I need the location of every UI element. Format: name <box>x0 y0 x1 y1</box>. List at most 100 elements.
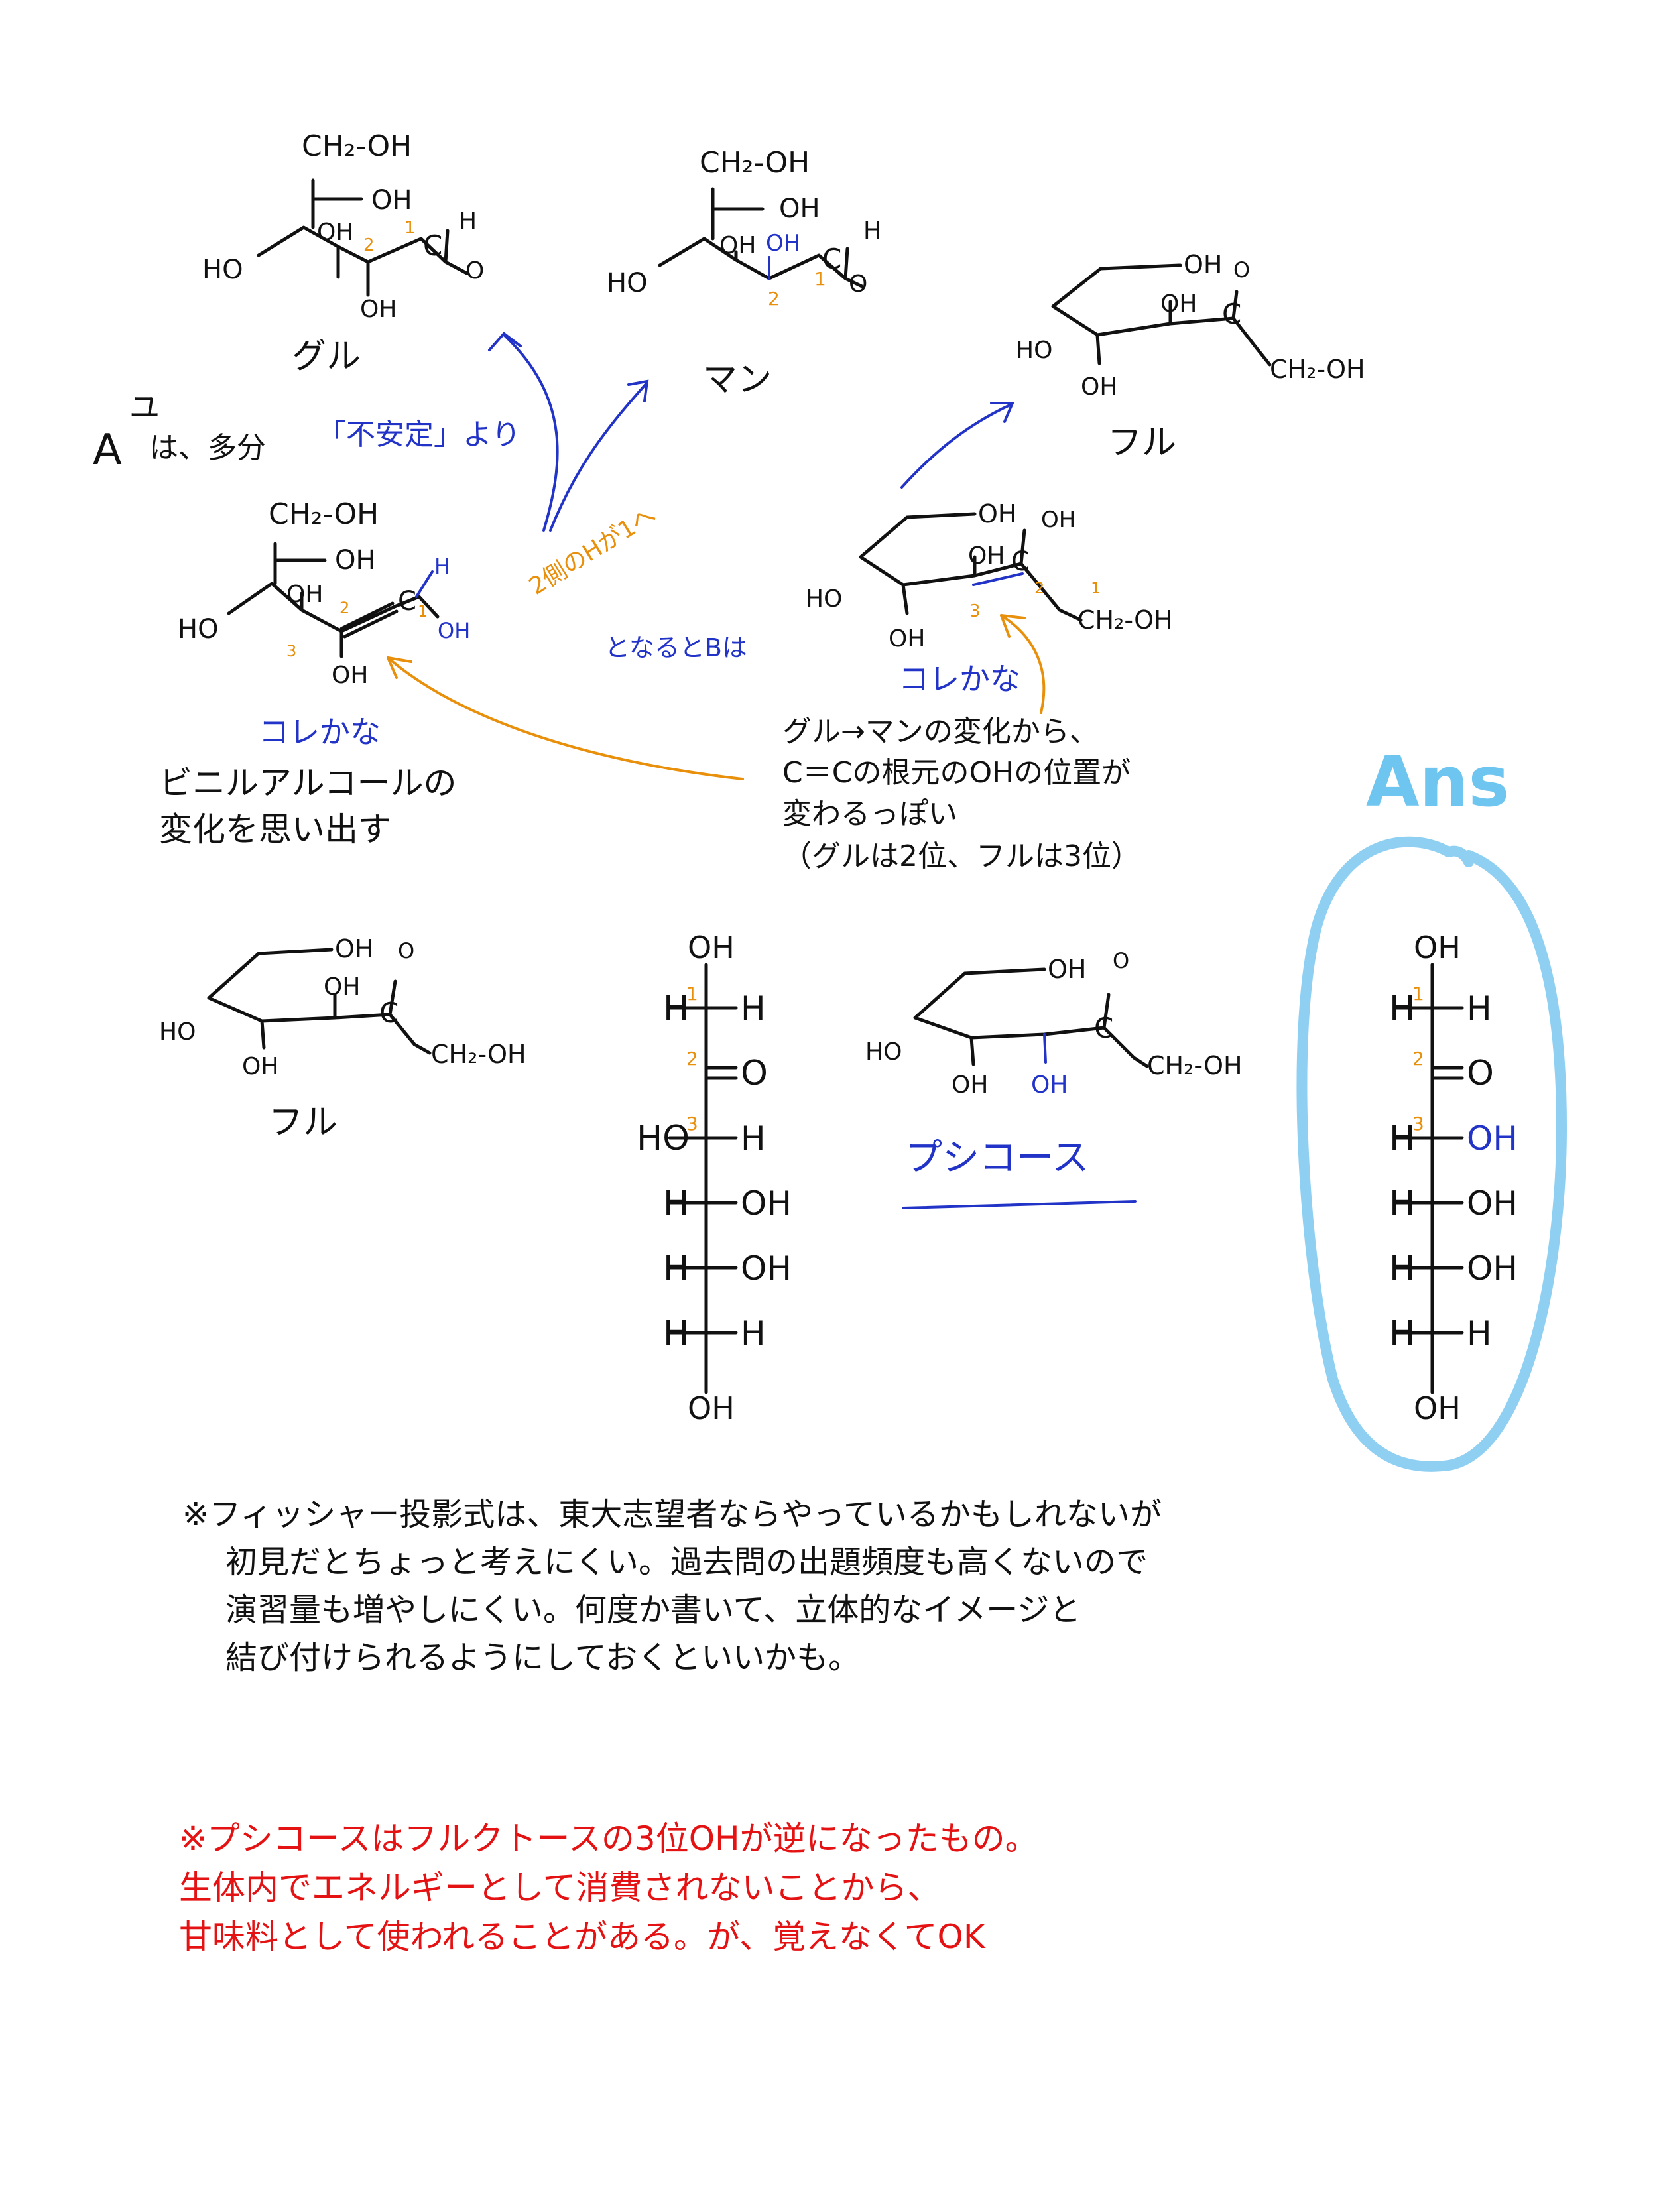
note-black-line-2: 初見だとちょっと考えにくい。過去問の出題頻度も高くないので <box>225 1544 1148 1581</box>
arrow-to-mannose <box>549 382 648 532</box>
mannose-oh-c2: OH <box>766 230 800 257</box>
fischer-ans-row-right: OH <box>1467 1249 1518 1288</box>
enediol-right-num-2: 2 <box>1034 579 1044 597</box>
vinyl-note-line-1: ビニルアルコールの <box>159 764 457 802</box>
fructose-bottom-oh-ring: OH <box>335 934 373 963</box>
enediol-left-num-3: 3 <box>286 642 296 660</box>
fischer-ans-carbonyl-bond <box>1430 1066 1464 1080</box>
fischer-fru-row-left: H <box>663 1249 689 1288</box>
glucose-oh-mid: OH <box>317 219 353 246</box>
enediol-left-h: H <box>434 554 450 579</box>
note-black-line-1: ※フィッシャー投影式は、東大志望者ならやっているかもしれないが <box>182 1496 1162 1533</box>
arrow-to-glucose <box>503 334 559 532</box>
enediol-right-num-3: 3 <box>969 601 981 621</box>
enediol-right-oh-mid: OH <box>968 542 1005 570</box>
arrow-head-mannose <box>627 379 649 402</box>
mannose-ch2oh: CH₂-OH <box>700 146 810 180</box>
enediol-right-ch2oh: CH₂-OH <box>1077 605 1173 635</box>
fischer-fru-row-right: H <box>741 989 766 1028</box>
fructose-top-keto-o: O <box>1233 257 1250 282</box>
enediol-right-c2: C <box>1011 546 1030 577</box>
enediol-right-oh-ring: OH <box>978 499 1016 528</box>
note-red-line-1: ※プシコースはフルクトースの3位OHが逆になったもの。 <box>179 1819 1038 1858</box>
change-note-line-2: C＝Cの根元のOHの位置が <box>782 756 1131 790</box>
enediol-left-oh1: OH <box>438 618 470 643</box>
fructose-top-bonds <box>1051 263 1272 367</box>
enediol-right-bonds <box>859 512 1083 622</box>
fructose-top-oh-ring: OH <box>1184 250 1222 279</box>
psicose-ho: HO <box>865 1038 902 1066</box>
fischer-fru-top-oh: OH <box>688 930 735 965</box>
fischer-ans-row-left: H <box>1389 1119 1415 1158</box>
fischer-ans-row-left: H <box>1389 1249 1415 1288</box>
fischer-ans-row-left: H <box>1389 989 1415 1028</box>
fischer-fru-row-right: OH <box>741 1249 792 1288</box>
mannose-h1: H <box>863 217 881 245</box>
orange-arrowhead-right <box>1000 614 1026 638</box>
note-red-line-2: 生体内でエネルギーとして消費されないことから、 <box>179 1869 941 1907</box>
glucose-oh-top: OH <box>371 185 412 215</box>
fischer-fru-carbonyl-bond <box>704 1066 738 1080</box>
enediol-left-ho: HO <box>178 614 219 645</box>
fructose-top-ho: HO <box>1016 337 1052 364</box>
fructose-bottom-keto-c: C <box>379 997 399 1029</box>
mannose-structure: CH₂-OH OH HO OH OH C H O 2 1 マン <box>607 146 881 400</box>
fischer-fru-row-left: H <box>663 1184 689 1223</box>
enediol-right-oh-c: OH <box>1041 507 1075 533</box>
enediol-left-guess: コレかな <box>259 714 381 750</box>
enediol-left-structure: CH₂-OH OH HO OH OH C H OH 2 1 3 コレかな <box>178 497 470 750</box>
fischer-ans-row-left: H <box>1389 1314 1415 1353</box>
mannose-bonds <box>658 187 864 288</box>
reaction-arrows <box>387 332 1046 780</box>
fischer-fru-row-right: H <box>741 1314 766 1353</box>
then-b-note: となるとBは <box>605 633 747 662</box>
fischer-ans-row-right: OH <box>1467 1184 1518 1223</box>
enediol-right-oh-low: OH <box>889 625 925 652</box>
enediol-left-c1: C <box>398 586 416 617</box>
fischer-fru-row-right: OH <box>741 1184 792 1223</box>
mannose-c1: C <box>822 243 841 275</box>
note-black-line-3: 演習量も増やしにくい。何度か書いて、立体的なイメージと <box>225 1591 1081 1628</box>
glucose-bonds <box>257 178 469 297</box>
fischer-fru-bottom-oh: OH <box>688 1390 735 1426</box>
answer-a-text: は、多分 <box>149 431 266 465</box>
enediol-left-oh-top: OH <box>335 545 376 576</box>
fructose-top-oh-low: OH <box>1081 373 1117 400</box>
fischer-ans-carbon-number: 3 <box>1412 1113 1424 1135</box>
enediol-right-guess: コレかな <box>898 661 1020 697</box>
change-note-line-3: 変わるっぽい <box>782 797 957 831</box>
change-note-line-1: グル→マンの変化から、 <box>782 715 1099 749</box>
fischer-ans-carbon-number: 2 <box>1412 1048 1424 1070</box>
fischer-fru-row-left: H <box>663 989 689 1028</box>
glucose-oh-bottom: OH <box>360 296 397 323</box>
glucose-structure: CH₂-OH OH HO OH OH C H O 2 1 グル <box>202 129 484 377</box>
psicose-bonds <box>913 967 1149 1068</box>
footnote-red: ※プシコースはフルクトースの3位OHが逆になったもの。 生体内でエネルギーとして… <box>179 1819 1038 1956</box>
answer-circle <box>1296 836 1567 1472</box>
fischer-fru-carbonyl-o: O <box>741 1054 768 1093</box>
enediol-right-num-1: 1 <box>1091 579 1101 597</box>
glucose-o1: O <box>465 257 484 284</box>
psicose-keto-c: C <box>1094 1012 1113 1044</box>
mannose-o1: O <box>849 271 867 298</box>
fructose-bottom-bonds <box>207 948 432 1055</box>
glucose-h1: H <box>459 208 477 235</box>
fructose-bottom-ch2oh: CH₂-OH <box>431 1040 526 1069</box>
psicose-oh-c3: OH <box>1031 1072 1068 1099</box>
orange-arrow-to-left <box>387 656 744 780</box>
fischer-ans-row-right: H <box>1467 1314 1492 1353</box>
mannose-num-2: 2 <box>768 288 780 310</box>
fischer-fru-row-right: H <box>741 1119 766 1158</box>
fischer-fru-row-left: HO <box>637 1119 690 1158</box>
fischer-fru-carbon-number: 1 <box>686 983 698 1005</box>
glucose-num-1: 1 <box>404 218 416 238</box>
arrow-head-fructose <box>990 402 1015 423</box>
fructose-bottom-structure: OH OH OH HO O C CH₂-OH フル <box>159 934 526 1142</box>
enediol-left-num-2: 2 <box>339 599 349 617</box>
annotations: A ユ は、多分 「不安定」より 2側のHが1へ となるとBは Ans ビニルア… <box>93 389 1509 873</box>
psicose-oh-low: OH <box>952 1072 988 1099</box>
arrow-to-fructose <box>900 403 1013 489</box>
enediol-right-double-bond <box>972 572 1024 586</box>
